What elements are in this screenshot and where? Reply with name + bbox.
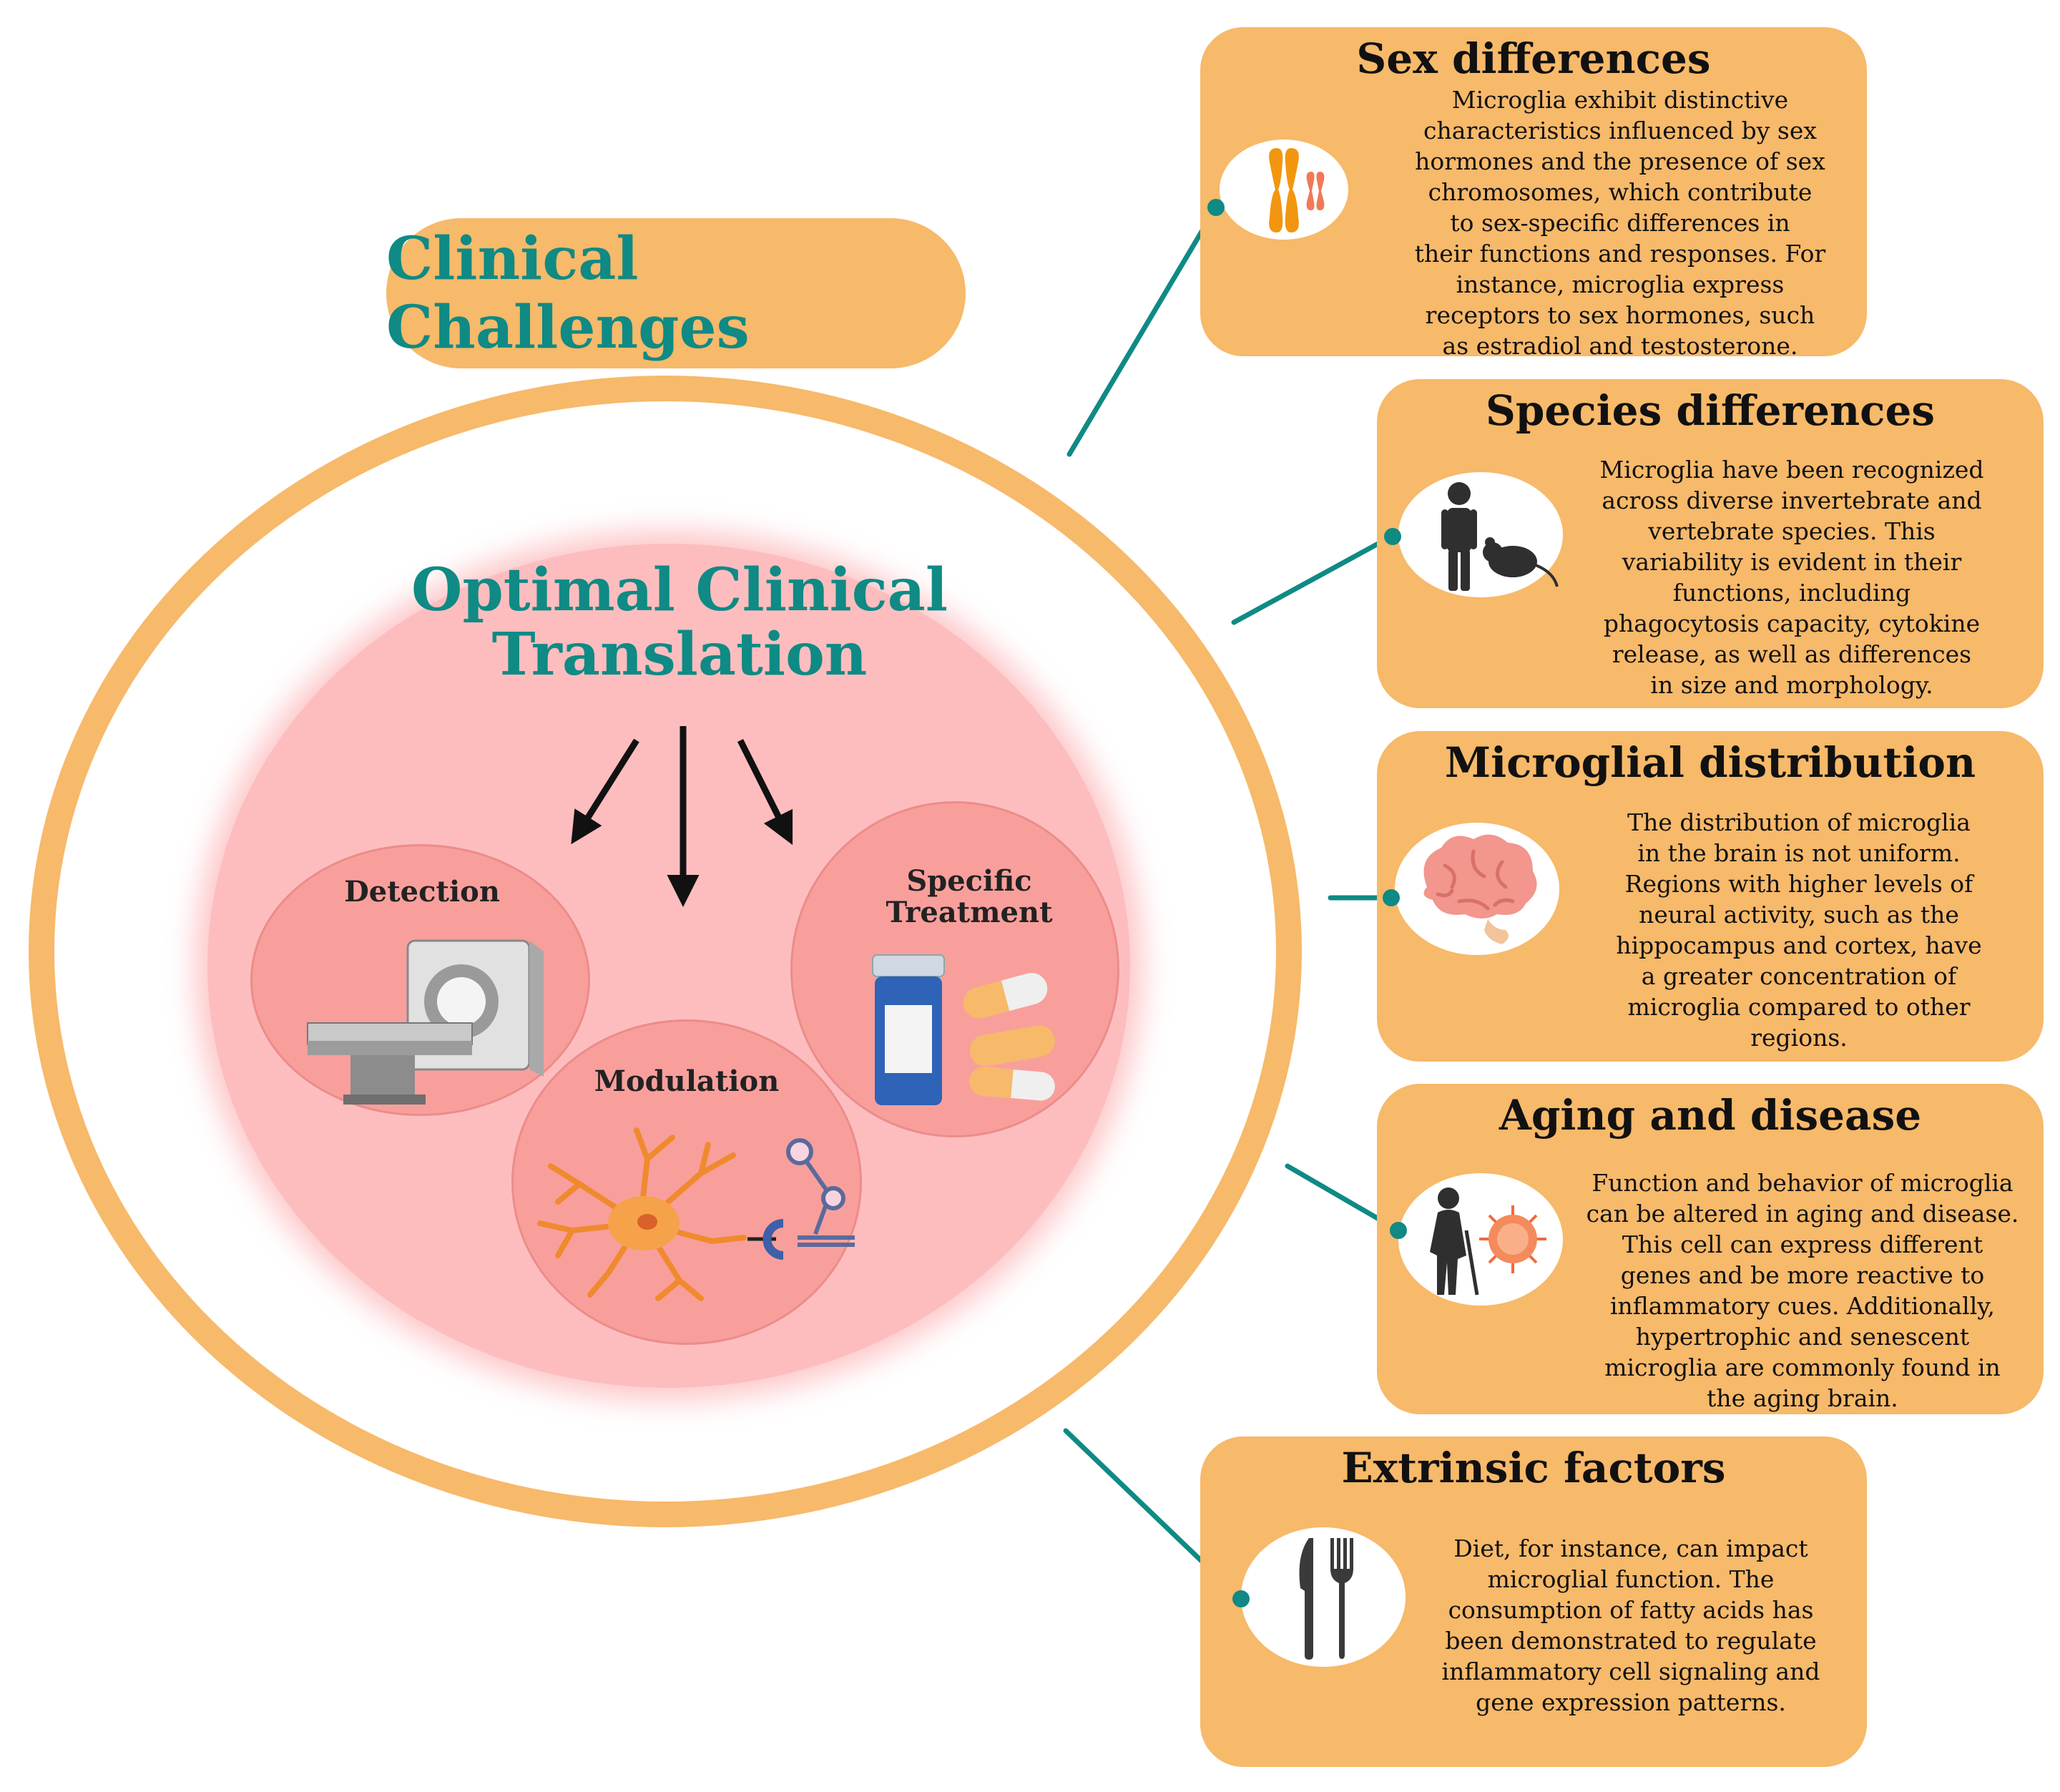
treatment-label: Specific Treatment <box>886 864 1053 929</box>
knife-fork-icon <box>1241 1527 1406 1667</box>
card-text: Microglia exhibit distinctive characteri… <box>1414 86 1826 360</box>
card-title: Species differences <box>1485 386 1936 435</box>
connector-dot <box>1390 1222 1407 1239</box>
elderly-virus-icon <box>1398 1173 1563 1306</box>
card-text: Microglia have been recognized across di… <box>1599 456 1984 699</box>
connector-dot <box>1384 528 1401 545</box>
human-mouse-icon <box>1398 472 1563 597</box>
card-title: Aging and disease <box>1499 1091 1922 1140</box>
detection-label: Detection <box>344 875 500 909</box>
connector-dot <box>1207 199 1225 216</box>
card-text: Diet, for instance, can impact microglia… <box>1441 1534 1820 1716</box>
connector-dot <box>1232 1590 1250 1607</box>
card-text: The distribution of microglia in the bra… <box>1616 808 1982 1052</box>
card-title: Sex differences <box>1356 34 1711 83</box>
card-title: Extrinsic factors <box>1341 1444 1726 1492</box>
card-text: Function and behavior of microglia can b… <box>1586 1169 2019 1412</box>
modulation-label: Modulation <box>594 1064 780 1098</box>
optimal-translation-title: Optimal Clinical Translation <box>411 556 948 689</box>
chromosome-icon <box>1220 139 1348 240</box>
clinical-challenges-title: Clinical Challenges <box>386 225 750 362</box>
brain-icon <box>1395 823 1559 955</box>
treatment-bubble <box>790 801 1119 1137</box>
clinical-challenges-title-pill: Clinical Challenges <box>386 218 966 368</box>
mri-scanner-icon <box>300 930 544 1109</box>
pills-bottle-icon <box>869 951 1062 1109</box>
microglia-cell-icon <box>529 1116 858 1302</box>
connector-dot <box>1383 889 1400 906</box>
card-title: Microglial distribution <box>1444 738 1976 787</box>
